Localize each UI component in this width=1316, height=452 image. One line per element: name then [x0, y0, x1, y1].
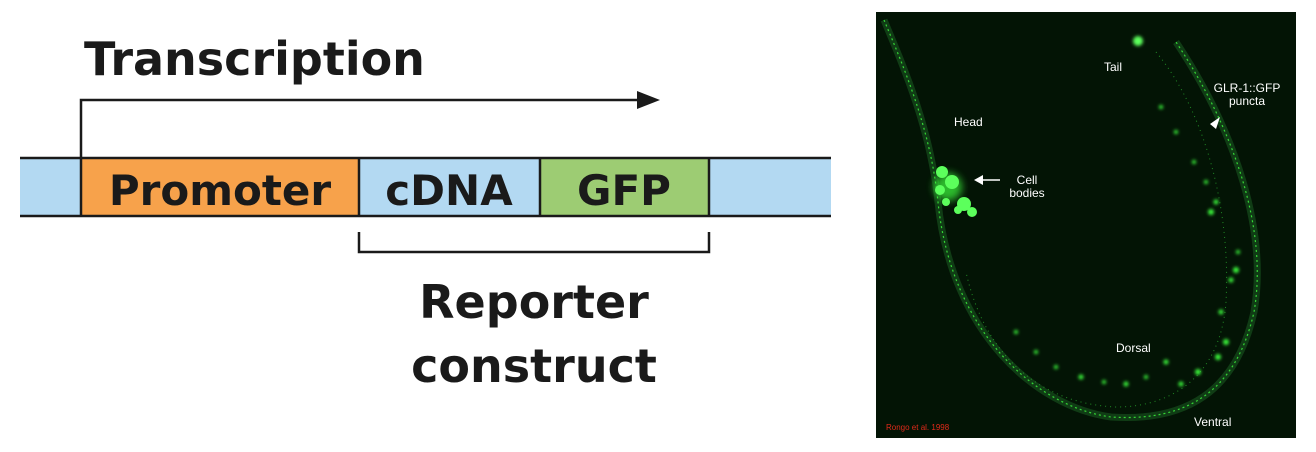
dna-backbone-left: [20, 158, 81, 216]
label-cell-bodies: Cell bodies: [1009, 173, 1045, 200]
gfp-label: GFP: [577, 166, 671, 215]
label-tail: Tail: [1104, 60, 1123, 74]
cell-bodies-cluster: [934, 166, 977, 217]
reporter-bracket: [357, 232, 711, 254]
transcription-label: Transcription: [84, 32, 425, 86]
reporter-label-line1: Reporter: [419, 275, 649, 329]
gfp-micrograph: Tail GLR-1::GFP puncta Head Cell bodies …: [876, 12, 1296, 438]
label-head: Head: [954, 115, 983, 129]
label-glr-puncta: GLR-1::GFP puncta: [1213, 81, 1281, 108]
promoter-segment: [81, 158, 359, 216]
gfp-segment: [540, 158, 709, 216]
gfp-puncta: [1014, 105, 1240, 387]
image-credit: Rongo et al. 1998: [886, 423, 950, 432]
promoter-label: Promoter: [109, 166, 332, 215]
cdna-label: cDNA: [385, 166, 513, 215]
dna-backbone-right: [709, 158, 831, 216]
label-dorsal: Dorsal: [1116, 341, 1151, 355]
cell-bodies-arrow: [974, 175, 1000, 185]
reporter-construct-diagram: Transcription Promoter cDNA GFP Reporter…: [20, 32, 831, 393]
reporter-label-line2: construct: [411, 339, 657, 393]
label-ventral: Ventral: [1194, 415, 1232, 429]
worm-body-outline: [880, 18, 1261, 422]
transcription-arrow: [79, 91, 660, 160]
worm-fluorescence-image: [880, 18, 1261, 422]
puncta-arrow: [1210, 117, 1220, 129]
cdna-segment: [359, 158, 540, 216]
